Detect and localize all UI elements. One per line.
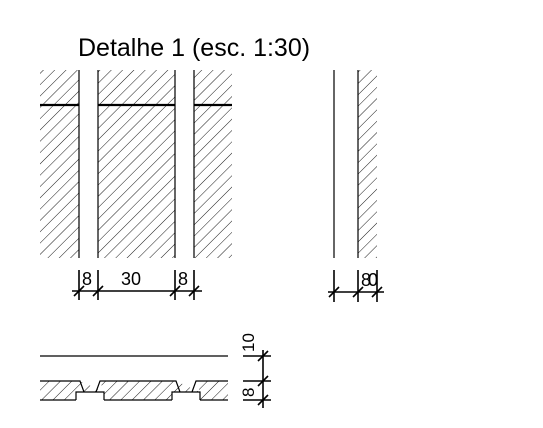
groove-right bbox=[172, 381, 200, 400]
drawing-title: Detalhe 1 (esc. 1:30) bbox=[78, 34, 310, 62]
bottom-dim-label-bottom: 8 bbox=[239, 388, 258, 397]
wall-center-hatch bbox=[98, 70, 175, 258]
wall-right-hatch bbox=[194, 70, 232, 258]
section-dimension-line bbox=[328, 270, 384, 302]
bottom-dimension-line bbox=[243, 350, 271, 408]
bottom-detail: 10 8 bbox=[40, 333, 271, 408]
section-dim-label-width: 8 bbox=[361, 270, 371, 290]
section-wall-hatch bbox=[358, 70, 377, 258]
plan-dimension-line bbox=[72, 270, 202, 300]
wall-left-hatch bbox=[40, 70, 79, 258]
dim-label-right: 8 bbox=[178, 269, 188, 289]
plan-detail: 8 30 8 bbox=[40, 70, 232, 300]
section-dim-label-gap: 0 bbox=[368, 270, 378, 290]
dim-label-middle: 30 bbox=[121, 269, 141, 289]
bottom-wall-outline bbox=[40, 380, 228, 401]
section-detail: 8 0 bbox=[328, 70, 384, 302]
dim-label-left: 8 bbox=[82, 269, 92, 289]
groove-left bbox=[76, 381, 104, 400]
bottom-dim-label-top: 10 bbox=[239, 333, 258, 352]
